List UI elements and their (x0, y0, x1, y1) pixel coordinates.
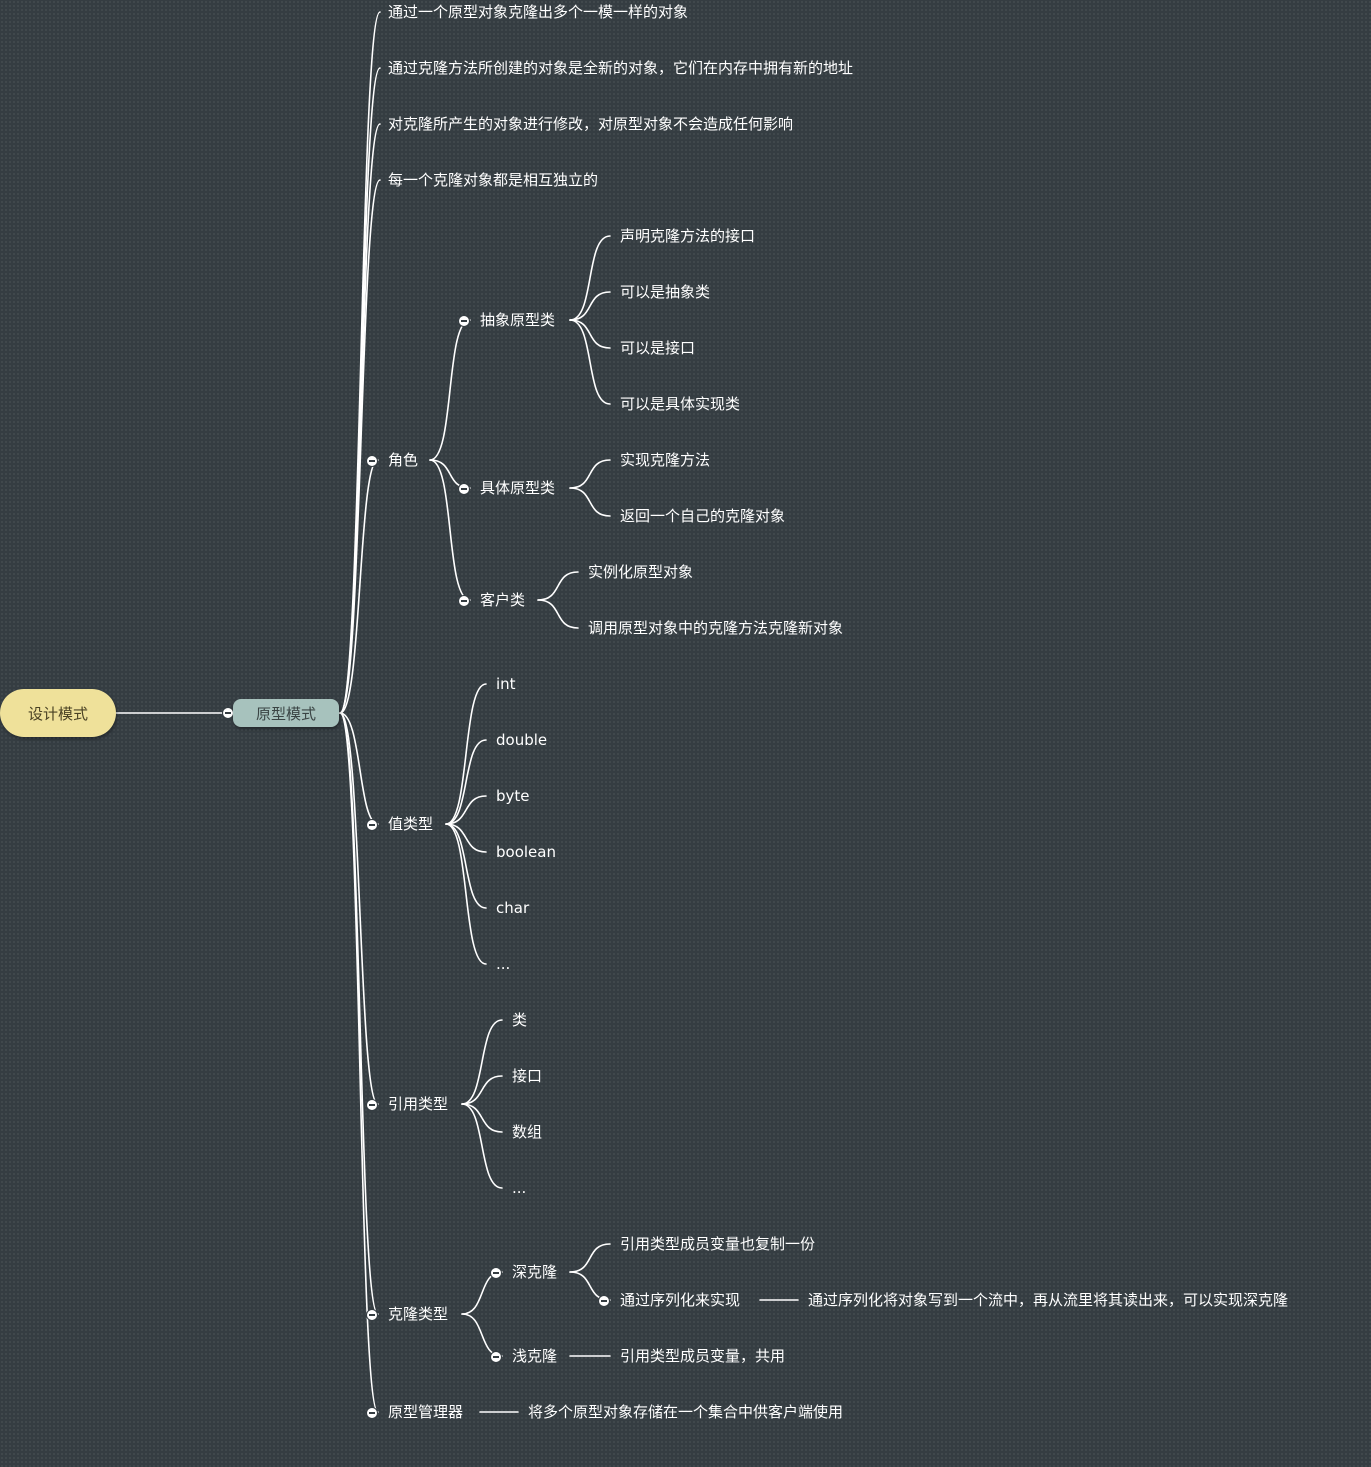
client-item-2[interactable]: 调用原型对象中的克隆方法克隆新对象 (588, 619, 844, 637)
abstract-prototype-item-1[interactable]: 声明克隆方法的接口 (620, 227, 756, 245)
value-type-item-1[interactable]: int (496, 675, 516, 693)
collapse-toggle-serialization[interactable] (598, 1295, 610, 1307)
reference-type-item-2[interactable]: 接口 (512, 1067, 543, 1085)
root-node[interactable]: 设计模式 (0, 689, 116, 737)
abstract-prototype-item-3[interactable]: 可以是接口 (620, 339, 696, 357)
value-type-item-2[interactable]: double (496, 731, 548, 749)
reference-type-item-1[interactable]: 类 (512, 1011, 528, 1029)
client-node[interactable]: 客户类 (480, 591, 526, 609)
collapse-toggle-roles[interactable] (366, 455, 378, 467)
value-types-node[interactable]: 值类型 (388, 815, 434, 833)
fact-node-1[interactable]: 通过一个原型对象克隆出多个一模一样的对象 (388, 3, 689, 21)
fact-node-3[interactable]: 对克隆所产生的对象进行修改，对原型对象不会造成任何影响 (388, 115, 794, 133)
clone-types-node[interactable]: 克隆类型 (388, 1305, 449, 1323)
collapse-toggle-clone-types[interactable] (366, 1309, 378, 1321)
fact-node-4[interactable]: 每一个克隆对象都是相互独立的 (388, 171, 599, 189)
roles-node[interactable]: 角色 (388, 451, 419, 469)
reference-type-item-3[interactable]: 数组 (512, 1123, 543, 1141)
collapse-toggle-concrete-prototype[interactable] (458, 483, 470, 495)
value-type-item-3[interactable]: byte (496, 787, 530, 805)
prototype-manager-note[interactable]: 将多个原型对象存储在一个集合中供客户端使用 (528, 1403, 844, 1421)
value-type-item-4[interactable]: boolean (496, 843, 556, 861)
concrete-prototype-item-2[interactable]: 返回一个自己的克隆对象 (620, 507, 786, 525)
collapse-toggle-value-types[interactable] (366, 819, 378, 831)
fact-node-2[interactable]: 通过克隆方法所创建的对象是全新的对象，它们在内存中拥有新的地址 (388, 59, 854, 77)
shallow-clone-note[interactable]: 引用类型成员变量，共用 (620, 1347, 786, 1365)
shallow-clone-node[interactable]: 浅克隆 (512, 1347, 558, 1365)
collapse-toggle-reference-types[interactable] (366, 1099, 378, 1111)
deep-clone-item-2[interactable]: 通过序列化来实现 (620, 1291, 741, 1309)
hub-node[interactable]: 原型模式 (233, 699, 339, 727)
deep-clone-item-1[interactable]: 引用类型成员变量也复制一份 (620, 1235, 816, 1253)
client-item-1[interactable]: 实例化原型对象 (588, 563, 694, 581)
value-type-item-6[interactable]: ... (496, 955, 511, 973)
abstract-prototype-node[interactable]: 抽象原型类 (480, 311, 556, 329)
deep-clone-node[interactable]: 深克隆 (512, 1263, 558, 1281)
reference-types-node[interactable]: 引用类型 (388, 1095, 449, 1113)
collapse-toggle-shallow-clone[interactable] (490, 1351, 502, 1363)
abstract-prototype-item-2[interactable]: 可以是抽象类 (620, 283, 711, 301)
collapse-toggle-manager[interactable] (366, 1407, 378, 1419)
serialization-note[interactable]: 通过序列化将对象写到一个流中，再从流里将其读出来，可以实现深克隆 (808, 1291, 1289, 1309)
concrete-prototype-item-1[interactable]: 实现克隆方法 (620, 451, 711, 469)
collapse-toggle-deep-clone[interactable] (490, 1267, 502, 1279)
prototype-manager-node[interactable]: 原型管理器 (388, 1403, 464, 1421)
value-type-item-5[interactable]: char (496, 899, 530, 917)
reference-type-item-4[interactable]: ... (512, 1179, 527, 1197)
abstract-prototype-item-4[interactable]: 可以是具体实现类 (620, 395, 741, 413)
concrete-prototype-node[interactable]: 具体原型类 (480, 479, 556, 497)
collapse-toggle-client[interactable] (458, 595, 470, 607)
collapse-toggle-abstract-prototype[interactable] (458, 315, 470, 327)
